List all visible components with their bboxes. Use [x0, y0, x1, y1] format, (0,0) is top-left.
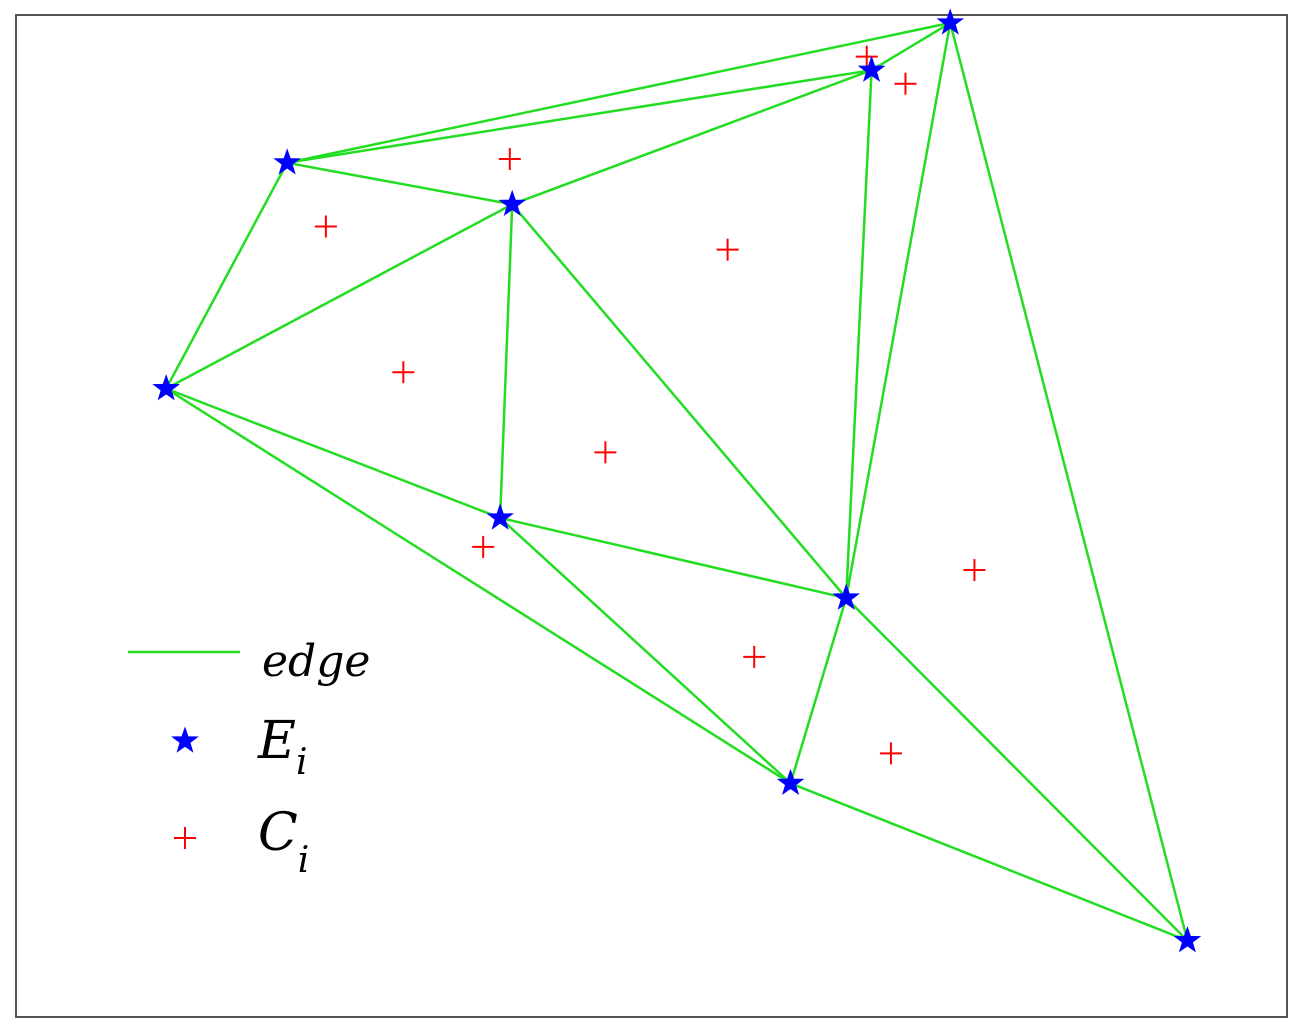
legend-ei-main: E: [257, 711, 296, 771]
ei-point-7: [776, 768, 805, 796]
ci-point-10: [879, 742, 902, 765]
ci-point-2: [498, 147, 521, 170]
edge-line-7: [286, 161, 513, 206]
edge-line-16: [789, 597, 848, 784]
edge-line-5: [511, 69, 873, 206]
edge-line-6: [844, 70, 873, 599]
edge-line-14: [499, 516, 847, 600]
legend-ei-star: [171, 726, 199, 753]
ei-point-3: [498, 189, 527, 217]
legend-ci-main: C: [258, 803, 298, 863]
ci-point-7: [472, 535, 495, 558]
legend: edge Ei Ci: [128, 636, 370, 881]
ei-point-8: [1173, 926, 1202, 953]
axes-frame: [15, 14, 1288, 1018]
ei-point-1: [857, 55, 886, 82]
edge-line-11: [511, 203, 848, 599]
legend-ci-label: Ci: [258, 803, 309, 881]
edge-line-15: [499, 517, 792, 785]
ci-point-0: [855, 45, 878, 68]
legend-ci-swatch: [174, 827, 196, 849]
legend-ei-swatch: [171, 726, 199, 753]
edge-line-2: [844, 22, 952, 599]
ci-point-9: [743, 645, 766, 668]
ei-point-4: [152, 374, 180, 401]
ci-point-6: [594, 441, 617, 464]
edge-line-1: [286, 21, 951, 165]
ci-point-1: [894, 72, 917, 95]
ci-point-5: [392, 361, 415, 384]
legend-ei-label: Ei: [257, 711, 307, 783]
edge-line-9: [165, 203, 513, 390]
ei-points-layer: [152, 8, 1202, 953]
legend-ci-plus: [174, 827, 196, 849]
edge-line-0: [870, 21, 951, 72]
legend-edge-label: edge: [262, 636, 370, 687]
ei-point-5: [486, 503, 514, 530]
edge-line-13: [165, 387, 792, 785]
edge-line-18: [790, 782, 1188, 942]
ei-point-6: [832, 583, 860, 610]
edge-line-17: [845, 597, 1189, 942]
legend-ci-subscript: i: [298, 840, 310, 881]
ci-point-3: [314, 215, 337, 238]
edges-layer: [165, 21, 1189, 942]
ci-point-4: [716, 238, 739, 261]
ei-point-0: [936, 8, 965, 35]
ei-point-2: [273, 148, 301, 175]
edge-line-8: [165, 162, 289, 390]
edge-line-10: [498, 204, 514, 518]
ci-points-layer: [314, 45, 986, 765]
ci-point-8: [963, 559, 986, 582]
edge-line-3: [949, 22, 1189, 941]
legend-ei-subscript: i: [296, 742, 308, 783]
edge-line-12: [165, 387, 501, 520]
edge-line-4: [286, 68, 872, 165]
